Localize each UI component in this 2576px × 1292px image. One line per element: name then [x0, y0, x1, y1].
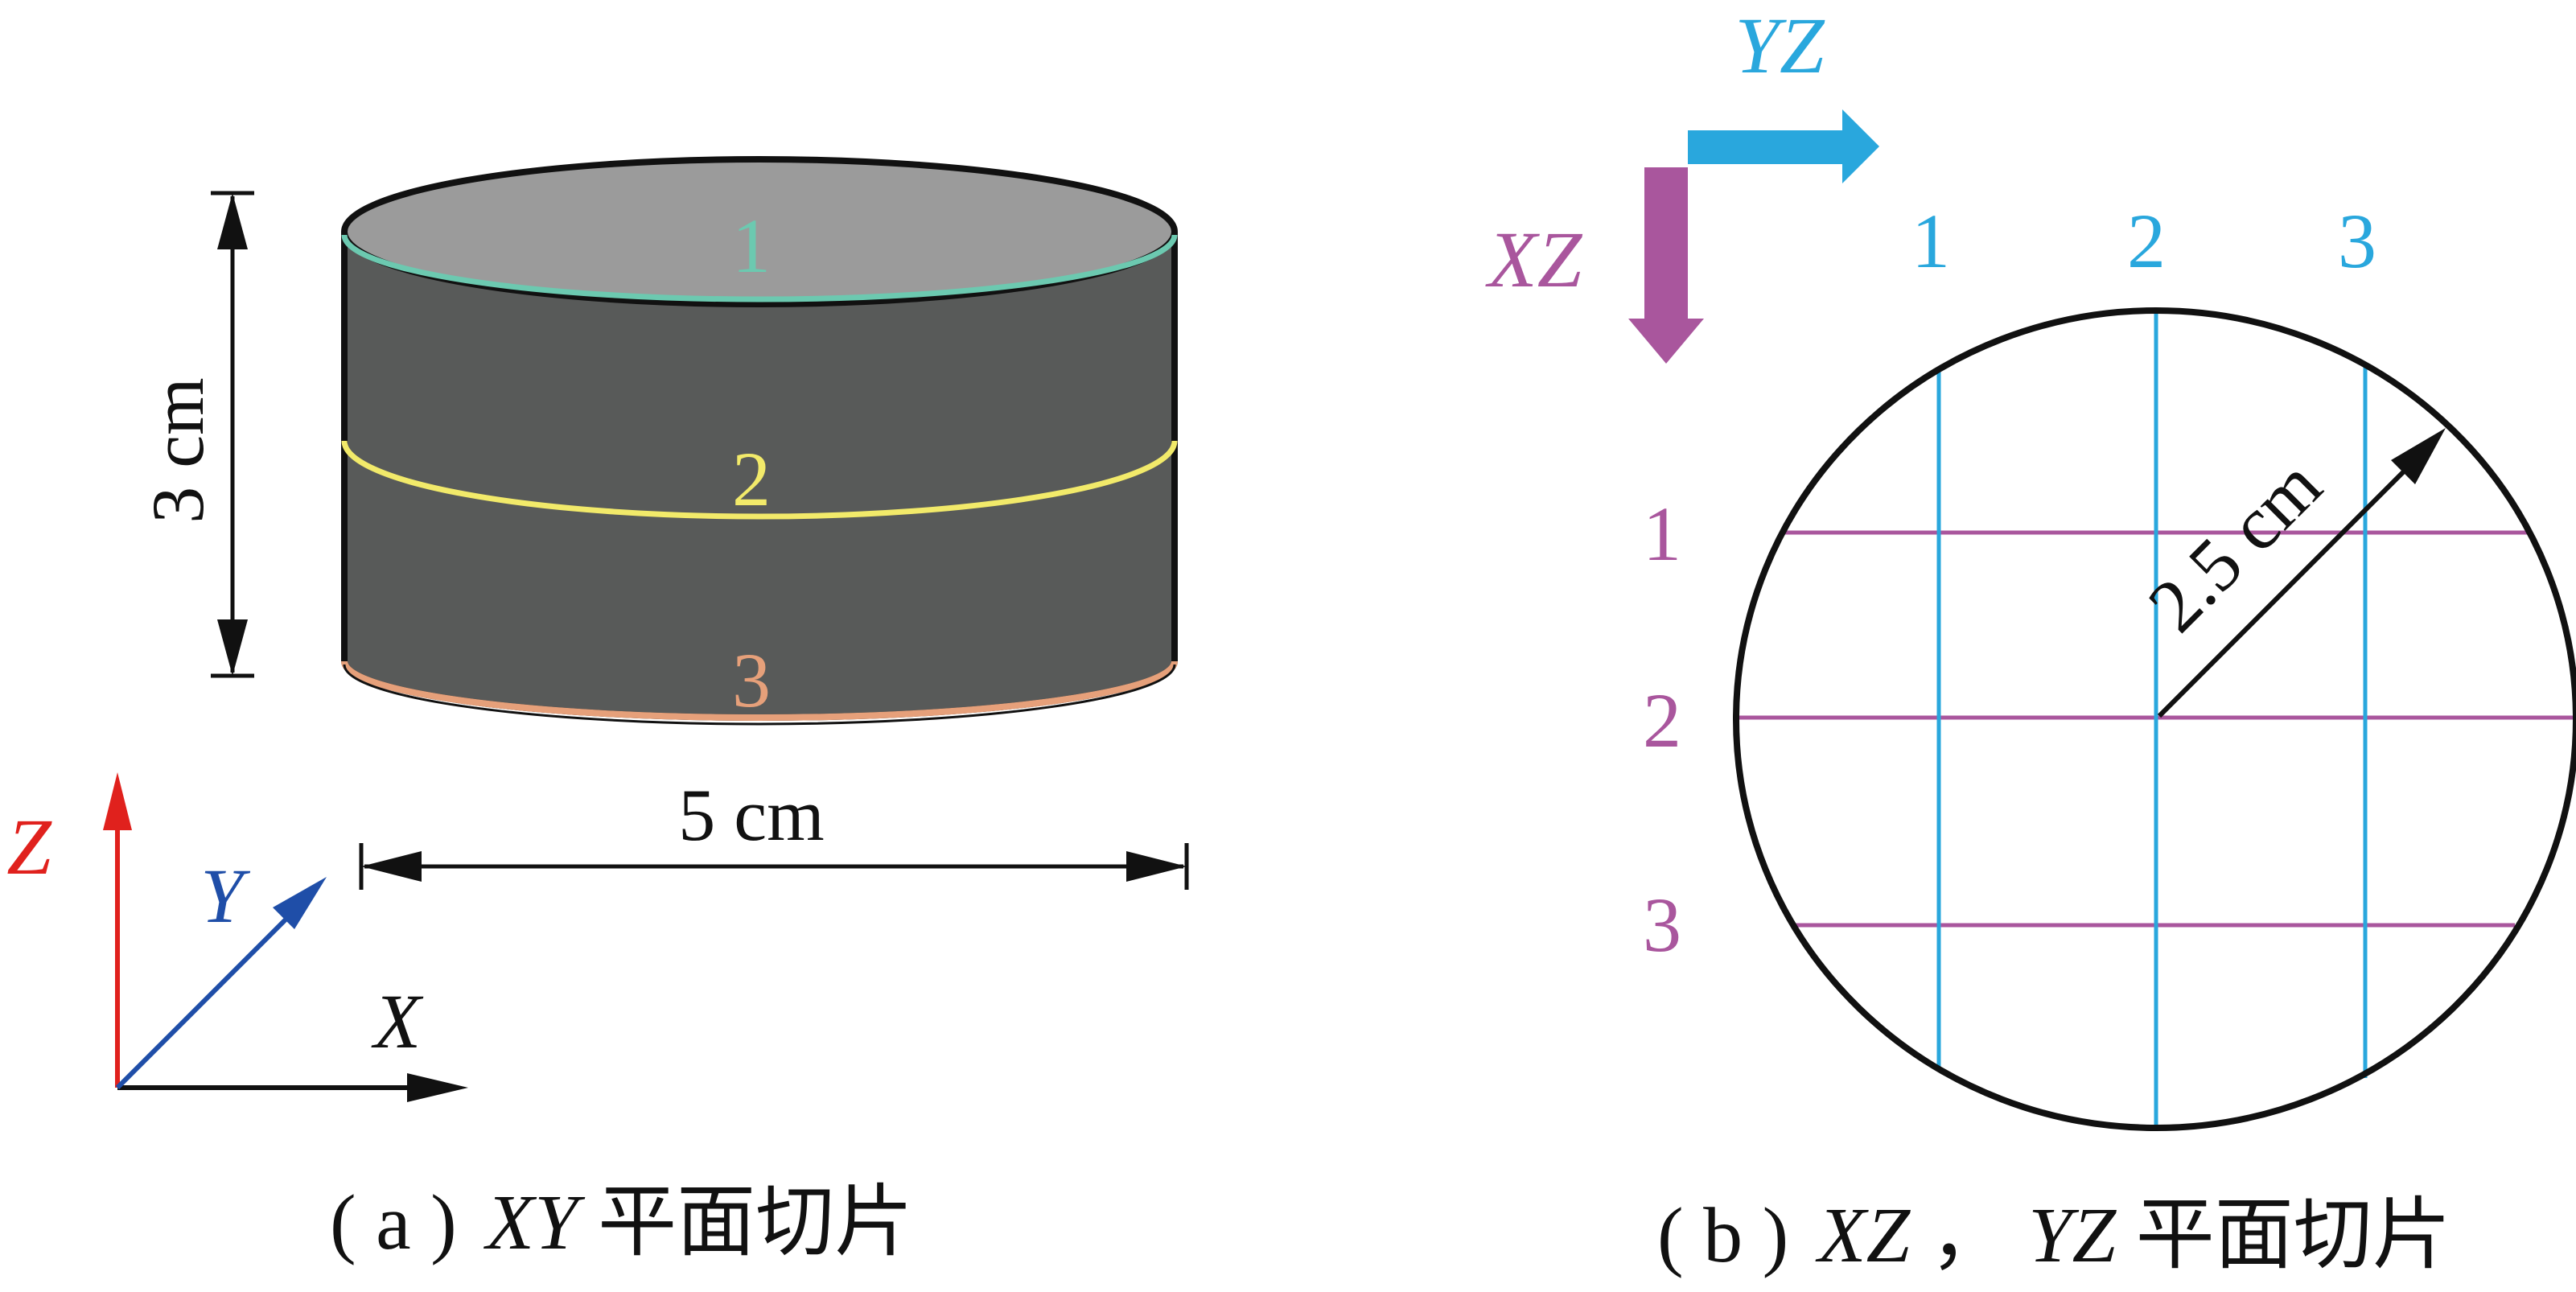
layer-1-label: 1 — [732, 203, 771, 289]
caption-a: ( a ) XY 平面切片 — [330, 1176, 913, 1268]
xz-direction-arrow — [1628, 167, 1704, 364]
yz-direction-arrow — [1688, 109, 1879, 183]
height-label: 3 cm — [137, 377, 219, 523]
radius-label: 2.5 cm — [2133, 443, 2337, 648]
xz-arrow-label: XZ — [1485, 215, 1583, 304]
layer-3-ring — [341, 660, 1178, 721]
xz-slice-label-1: 1 — [1643, 491, 1681, 577]
layer-2-label: 2 — [732, 436, 771, 522]
radius-arrow: 2.5 cm — [2133, 428, 2446, 718]
xz-slice-label-3: 3 — [1643, 882, 1681, 968]
caption-b: ( b ) XZ ， YZ 平面切片 — [1657, 1189, 2451, 1281]
caption-b-separator: ， — [1930, 1189, 2009, 1281]
layer-1-ring — [341, 234, 1178, 302]
caption-b-prefix: ( b ) — [1657, 1192, 1788, 1279]
x-axis-label: X — [371, 978, 424, 1064]
coordinate-axes: Z Y X — [6, 772, 468, 1102]
caption-a-italic: XY — [483, 1179, 586, 1266]
yz-slice-label-3: 3 — [2338, 198, 2376, 284]
panel-a: 1 2 3 3 cm 5 cm Z — [6, 156, 1189, 1268]
yz-arrow-label: YZ — [1734, 1, 1825, 90]
xz-slice-label-2: 2 — [1643, 677, 1681, 763]
caption-a-suffix: 平面切片 — [598, 1176, 913, 1268]
cross-section-circle — [1733, 307, 2576, 1131]
caption-b-suffix: 平面切片 — [2136, 1189, 2451, 1281]
yz-slice-label-1: 1 — [1911, 198, 1950, 284]
caption-a-prefix: ( a ) — [330, 1179, 457, 1266]
width-label: 5 cm — [678, 774, 824, 856]
width-dimension: 5 cm — [359, 774, 1189, 890]
yz-slice-label-2: 2 — [2127, 198, 2166, 284]
panel-b: YZ XZ 2.5 cm 1 2 3 1 2 3 ( b ) XZ ， YZ 平 — [1485, 1, 2576, 1281]
cylinder-bottom-edge — [343, 664, 1176, 726]
cylinder-top — [341, 156, 1178, 307]
height-dimension: 3 cm — [137, 191, 254, 678]
z-axis-label: Z — [6, 802, 52, 891]
caption-b-italic-1: XZ — [1815, 1192, 1911, 1279]
y-axis-label: Y — [200, 853, 250, 939]
layer-2-ring — [341, 440, 1178, 520]
caption-b-italic-2: YZ — [2028, 1192, 2117, 1279]
layer-3-label: 3 — [732, 637, 771, 723]
